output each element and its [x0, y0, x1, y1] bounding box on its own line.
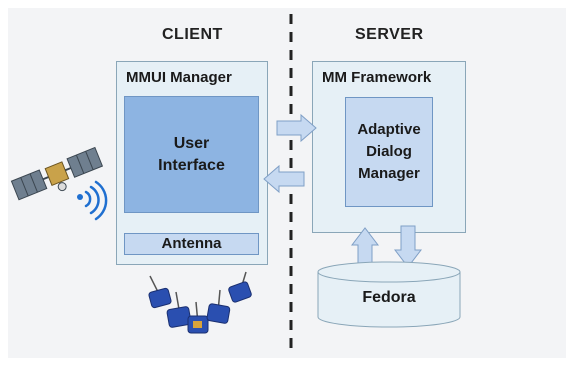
sensor-devices-icon [148, 271, 252, 334]
fedora-label: Fedora [362, 289, 416, 306]
user-interface-label: User Interface [158, 134, 225, 174]
dialog-manager-label: Adaptive Dialog Manager [357, 121, 421, 182]
fedora-database [317, 261, 461, 328]
antenna-label: Antenna [161, 235, 222, 252]
antenna-box [124, 233, 259, 255]
server-heading: SERVER [355, 26, 424, 43]
satellite-icon [10, 146, 104, 201]
signal-waves-icon [77, 180, 108, 221]
mmui-manager-title: MMUI Manager [126, 69, 232, 86]
mm-framework-title: MM Framework [322, 69, 432, 86]
client-heading: CLIENT [162, 26, 223, 43]
arrow-to-database [393, 225, 423, 268]
arrow-to-server [276, 113, 317, 143]
dialog-manager-box [345, 97, 433, 207]
user-interface-box [124, 96, 259, 213]
arrow-to-client [263, 164, 305, 194]
